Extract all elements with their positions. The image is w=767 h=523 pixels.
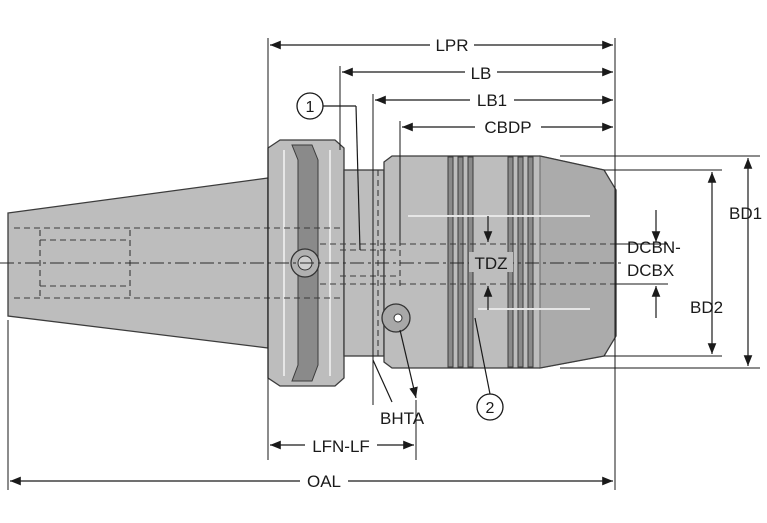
callout-1-label: 1: [306, 99, 315, 116]
lb-label: LB: [471, 64, 492, 83]
lpr-label: LPR: [435, 36, 468, 55]
dimension-labels: LPR LB LB1 CBDP BD1 BD2 DCBN- DCBX TDZ B…: [300, 34, 762, 491]
callout-1: 1: [296, 92, 361, 251]
hidden-lines: [14, 170, 615, 360]
oal-label: OAL: [307, 472, 341, 491]
extension-lines: [7, 38, 760, 490]
callout-2-label: 2: [486, 400, 495, 417]
bhta-label: BHTA: [380, 409, 425, 428]
cbdp-label: CBDP: [484, 118, 531, 137]
bd1-label: BD1: [729, 204, 762, 223]
tdz-label: TDZ: [474, 254, 507, 273]
lfn-lf-label: LFN-LF: [312, 437, 370, 456]
callout-2: 2: [474, 317, 504, 421]
bd2-label: BD2: [690, 298, 723, 317]
dcbn-dcbx-label-line1: DCBN-: [627, 238, 681, 257]
dcbn-dcbx-label-line2: DCBX: [627, 261, 674, 280]
lb1-label: LB1: [477, 91, 507, 110]
